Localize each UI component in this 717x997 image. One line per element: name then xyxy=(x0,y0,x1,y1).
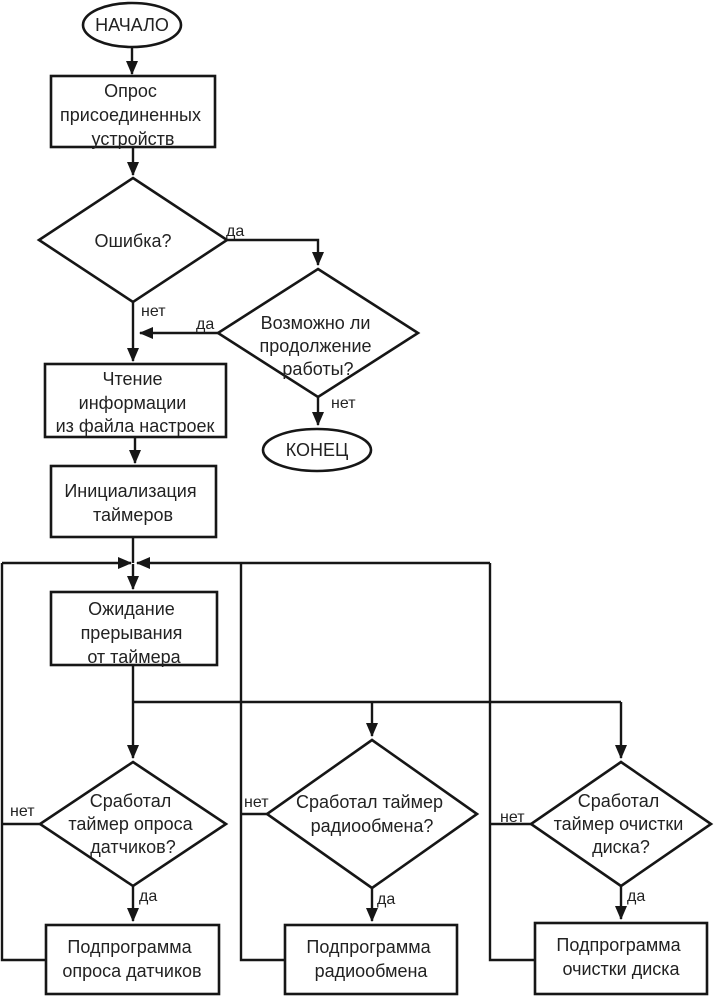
edge-label-sensor-no: нет xyxy=(10,803,35,820)
node-error-check: Ошибка? xyxy=(36,176,230,304)
node-disk-clean-sub: Подпрограмма очистки диска xyxy=(533,921,709,996)
decision-shape xyxy=(36,176,230,304)
node-init-timers: Инициализация таймеров xyxy=(49,464,218,539)
process-shape xyxy=(49,590,219,667)
node-disk-timer-check: Сработал таймер очистки диска? xyxy=(528,760,714,888)
node-label: Сработал таймер опроса датчиков? xyxy=(68,791,197,857)
node-can-continue: Возможно ли продолжение работы? xyxy=(215,267,421,399)
node-radio-sub: Подпрограмма радиообмена xyxy=(283,923,459,996)
node-label: КОНЕЦ xyxy=(286,440,349,460)
node-label: Ошибка? xyxy=(94,231,171,251)
node-wait-timer: Ожидание прерывания от таймера xyxy=(49,590,219,667)
edge-label-error-no: нет xyxy=(141,303,166,320)
node-sensor-poll-sub: Подпрограмма опроса датчиков xyxy=(44,923,221,996)
node-label: Возможно ли продолжение работы? xyxy=(259,313,376,379)
node-end: КОНЕЦ xyxy=(261,427,373,473)
terminator-shape xyxy=(261,427,373,473)
node-label: Подпрограмма опроса датчиков xyxy=(62,937,201,981)
decision-shape xyxy=(528,760,714,888)
node-poll-devices: Опрос присоединенных устройств xyxy=(49,74,217,149)
edge-label-disk-no: нет xyxy=(500,809,525,826)
decision-shape xyxy=(215,267,421,399)
edge-label-disk-yes: да xyxy=(627,888,645,905)
node-label: Опрос присоединенных устройств xyxy=(60,81,206,149)
edge-label-continue-yes: да xyxy=(196,316,214,333)
node-radio-timer-check: Сработал таймер радиообмена? xyxy=(264,738,480,890)
decision-shape xyxy=(37,760,229,888)
node-read-settings: Чтение информации из файла настроек xyxy=(43,362,228,439)
process-shape xyxy=(283,923,459,996)
node-label: Сработал таймер очистки диска? xyxy=(554,791,689,857)
node-start: НАЧАЛО xyxy=(81,1,183,49)
node-label: Инициализация таймеров xyxy=(64,481,201,525)
node-label: Сработал таймер радиообмена? xyxy=(296,792,448,836)
process-shape xyxy=(533,921,709,996)
process-shape xyxy=(43,362,228,439)
edge-error-yes xyxy=(227,238,324,266)
loop-right-vertical xyxy=(488,563,535,962)
loop-middle-vertical xyxy=(239,563,285,962)
edge-label-error-yes: да xyxy=(226,223,244,240)
edge-label-sensor-yes: да xyxy=(139,888,157,905)
node-label: Чтение информации из файла настроек xyxy=(56,369,215,436)
branch-labels: да нет да нет нет да нет да нет да xyxy=(10,223,645,908)
loop-left-vertical xyxy=(0,563,46,962)
node-label: Подпрограмма радиообмена xyxy=(306,937,435,981)
node-sensor-timer-check: Сработал таймер опроса датчиков? xyxy=(37,760,229,888)
edges xyxy=(0,45,627,962)
terminator-shape xyxy=(81,1,183,49)
node-label: Ожидание прерывания от таймера xyxy=(81,599,188,667)
process-shape xyxy=(49,74,217,149)
process-shape xyxy=(49,464,218,539)
process-shape xyxy=(44,923,221,996)
edge-label-continue-no: нет xyxy=(331,395,356,412)
node-label: Подпрограмма очистки диска xyxy=(556,935,685,979)
edge-label-radio-yes: да xyxy=(377,891,395,908)
node-label: НАЧАЛО xyxy=(95,15,169,35)
decision-shape xyxy=(264,738,480,890)
edge-label-radio-no: нет xyxy=(244,794,269,811)
